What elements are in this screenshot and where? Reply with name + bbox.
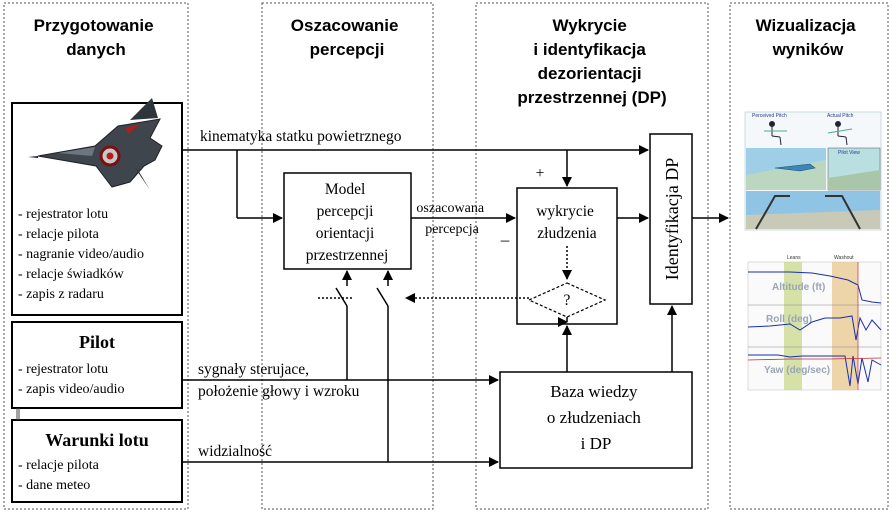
actual-pitch-label: Actual Pitch: [827, 113, 854, 119]
column-frame-perception: [261, 2, 434, 510]
control-feedback-switch: [335, 287, 348, 307]
col-title-visualization: Wizualizacja wyników: [756, 16, 861, 59]
knowledge-base-label: Baza wiedzy o złudzeniach i DP: [547, 382, 645, 453]
perception-model-label: Model percepcji orientacji przestrzennej: [306, 181, 389, 264]
roll-trace: [747, 315, 882, 341]
column-frame-visualization: [729, 2, 889, 510]
flight-conditions-list: - relacje pilota - dane meteo: [18, 458, 102, 493]
time-series-visualization: Leans Washout Altitude (ft) Roll (deg) Y…: [747, 255, 882, 391]
yaw-track-label: Yaw (deg/sec): [764, 365, 830, 376]
flight-conditions-title: Warunki lotu: [45, 430, 149, 450]
visibility-label: widzialność: [198, 443, 272, 460]
leans-label: Leans: [787, 255, 801, 261]
identification-box: [649, 133, 693, 305]
identification-label: Identyfikacja DP: [662, 158, 682, 280]
decision-symbol: ?: [564, 292, 571, 309]
decision-diamond: [527, 282, 607, 318]
column-frames: [3, 2, 889, 510]
col-title-detection: Wykrycie i identyfikacja dezorientacji p…: [517, 16, 666, 107]
aircraft-data-box: [11, 102, 183, 316]
connections: [182, 145, 729, 467]
col-title-perception: Oszacowanie percepcji: [291, 16, 403, 59]
kinematics-label: kinematyka statku powietrznego: [200, 128, 402, 145]
visibility-feedback-switch: [376, 287, 389, 307]
column-frame-detection: [475, 2, 709, 510]
col-title-data: Przygotowanie danych: [34, 16, 159, 59]
knowledge-base-box: [499, 371, 693, 469]
washout-label: Washout: [834, 255, 854, 261]
fighter-jet-image: [28, 98, 163, 190]
pilot-source-list: - rejestrator lotu - zapis video/audio: [18, 362, 125, 397]
altitude-track-label: Altitude (ft): [772, 282, 825, 293]
pilot-figure-actual-icon: [827, 121, 853, 146]
minus-sign: –: [500, 230, 510, 249]
control-signals-label: sygnały sterujace, położenie głowy i wzr…: [198, 361, 360, 400]
aircraft-source-list: - rejestrator lotu - relacje pilota - na…: [18, 207, 147, 302]
yaw-reference-trace: [747, 357, 882, 361]
simulation-visualization: Perceived Pitch Actual Pitch Pilot View: [744, 111, 882, 231]
flight-conditions-box: [11, 419, 183, 503]
illusion-detection-label: wykrycie złudzenia: [536, 203, 598, 242]
pilot-figure-icon: [764, 121, 787, 146]
pilot-title: Pilot: [79, 332, 115, 352]
plus-sign: +: [536, 165, 545, 182]
pilot-view-label: Pilot View: [838, 150, 860, 156]
perceived-pitch-label: Perceived Pitch: [752, 113, 787, 119]
dotted-feedback: [318, 246, 572, 303]
column-frame-data: [3, 2, 189, 510]
estimated-perception-label: oszacowana percepcja: [416, 201, 487, 237]
box-connector: [16, 408, 20, 420]
perception-model-box: [283, 172, 412, 270]
roll-track-label: Roll (deg): [766, 314, 812, 325]
altitude-trace: [748, 271, 882, 304]
pilot-box: [11, 321, 183, 409]
yaw-trace: [748, 354, 882, 387]
aircraft-scene-icon: [774, 163, 816, 172]
